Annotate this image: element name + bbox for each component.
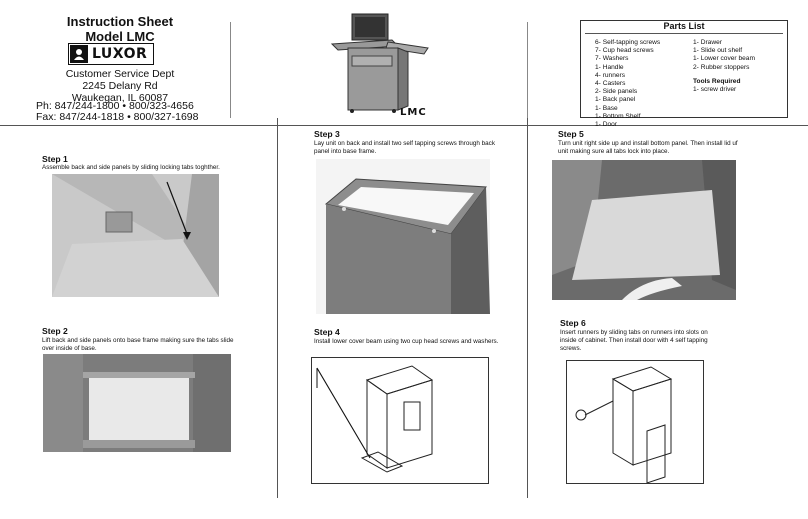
part-item: 2- Side panels [595,88,638,96]
parts-list-box: Parts List 6- Self-tapping screws 7- Cup… [580,20,788,128]
step-4-heading: Step 4 [314,327,340,337]
step-3-text-2: panel into base frame. [314,148,377,155]
column-divider-2 [527,118,528,498]
part-item: 4- Casters [595,80,626,88]
step-3-photo [316,159,490,314]
header-divider-right [527,22,528,118]
part-item: 1- Base [595,104,618,112]
tools-heading: Tools Required [693,77,741,85]
part-item: 1- Handle [595,63,624,71]
part-item: 1- Drawer [693,39,722,46]
phone-line: Ph: 847/244-1800 • 800/323-4656 [36,100,194,112]
step-2-heading: Step 2 [42,326,68,336]
step-6-heading: Step 6 [560,318,586,328]
part-item: 7- Washers [595,55,629,63]
part-item: 1- Slide out shelf [693,47,743,55]
product-caption: LMC [400,107,427,118]
parts-title-rule [585,33,783,34]
step-2-text-2: over inside of base. [42,345,97,352]
step-5-text-1: Turn unit right side up and install bott… [558,140,738,147]
parts-column-1: 6- Self-tapping screws 7- Cup head screw… [595,39,660,129]
parts-title: Parts List [663,21,705,31]
luxor-mark-icon [70,45,88,63]
step-6-text-3: screws. [560,345,582,352]
step-5-photo [552,160,736,300]
product-image [328,12,432,114]
step-4-text: Install lower cover beam using two cup h… [314,338,499,345]
tool-item: 1- screw driver [693,86,737,94]
instruction-title: Instruction Sheet [66,14,174,29]
step-2-text-1: Lift back and side panels onto base fram… [42,337,234,344]
header-rule [0,125,808,126]
logo-text: LUXOR [92,46,148,62]
street-line: 2245 Delany Rd [82,80,158,92]
step-1-heading: Step 1 [42,154,68,164]
step-1-photo [52,174,219,297]
step-3-text-1: Lay unit on back and install two self ta… [314,140,495,147]
step-4-drawing [311,357,489,484]
dept-line: Customer Service Dept [65,68,175,80]
step-1-text: Assemble back and side panels by sliding… [42,164,220,171]
part-item: 1- Lower cover beam [693,55,755,63]
step-3-heading: Step 3 [314,129,340,139]
step-5-text-2: unit making sure all tabs lock into plac… [558,148,670,155]
step-6-text-2: inside of cabinet. Then install door wit… [560,337,708,344]
part-item: 6- Self-tapping screws [595,39,661,46]
part-item: 1- Bottom Shelf [595,112,641,120]
step-6-text-1: Insert runners by sliding tabs on runner… [560,329,708,336]
step-5-heading: Step 5 [558,129,584,139]
part-item: 7- Cup head screws [595,47,654,55]
part-item: 1- Back panel [595,96,636,104]
parts-column-2: 1- Drawer 1- Slide out shelf 1- Lower co… [693,39,755,94]
part-item: 2- Rubber stoppers [693,63,750,71]
city-line: Waukegan, IL 60087 [71,92,169,104]
fax-line: Fax: 847/244-1818 • 800/327-1698 [36,111,199,123]
column-divider-1 [277,118,278,498]
luxor-logo: LUXOR [68,43,154,65]
step-2-photo [43,354,231,452]
part-item: 1- Door [595,121,617,129]
model-title: Model LMC [85,29,155,44]
header-divider-left [230,22,231,118]
part-item: 4- runners [595,71,626,79]
step-6-drawing [566,360,704,484]
